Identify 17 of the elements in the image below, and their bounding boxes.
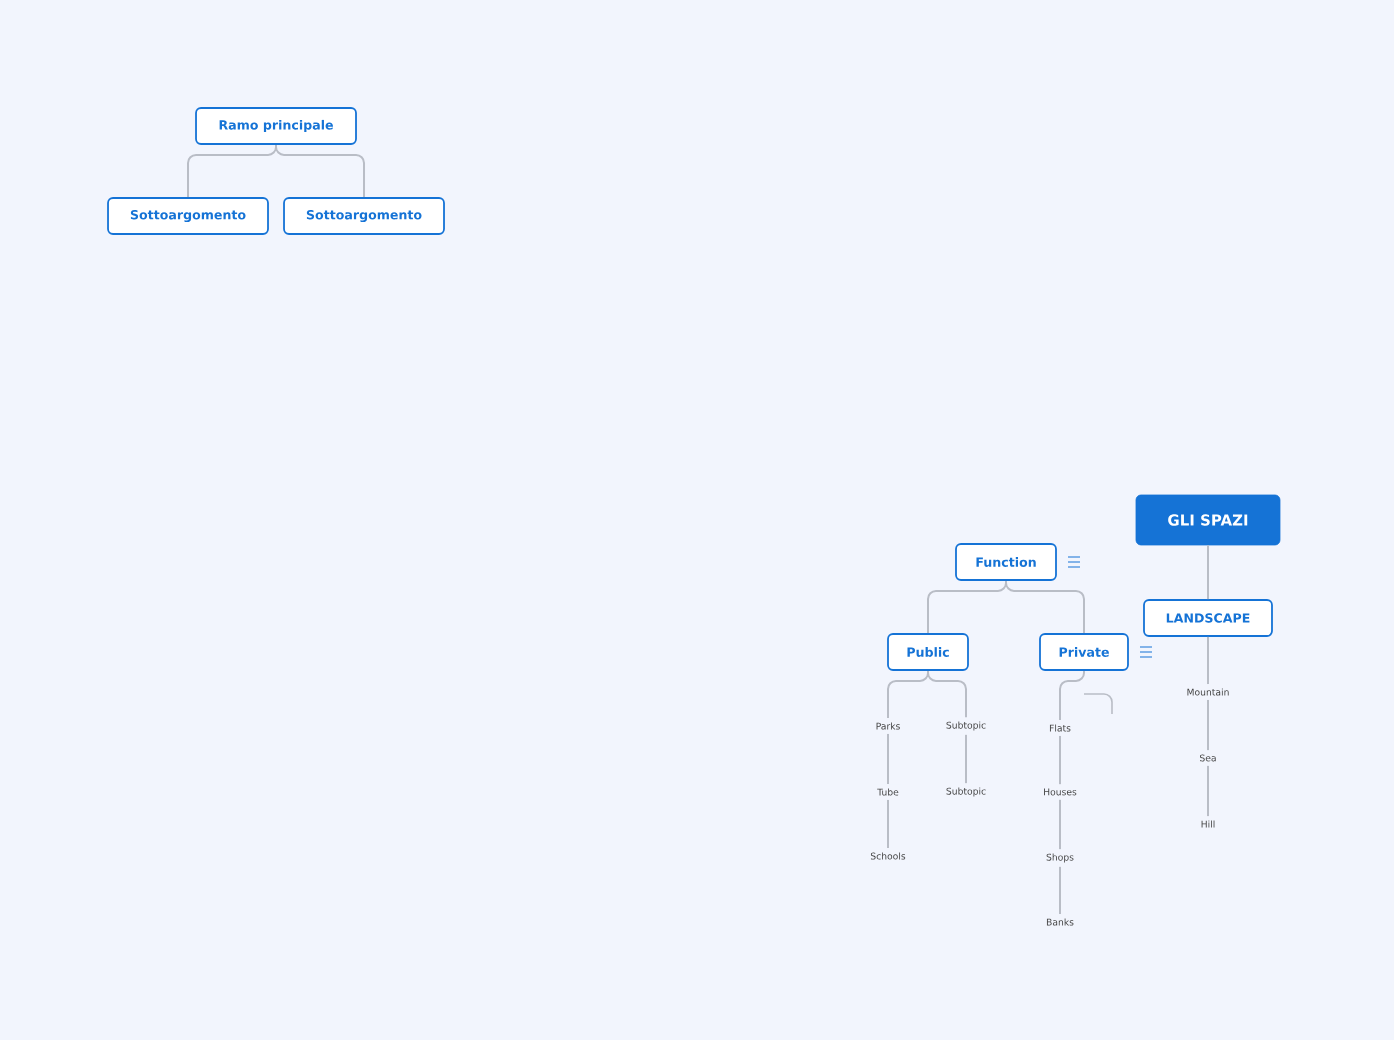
connector-line <box>275 143 365 199</box>
connector-line <box>1059 734 1061 786</box>
connector-line <box>887 732 889 786</box>
connector-line <box>887 798 889 850</box>
connector-line <box>187 143 277 199</box>
connector-line <box>1207 635 1209 686</box>
connector-line <box>887 669 929 720</box>
connector-line <box>1207 764 1209 818</box>
connector-line <box>1059 669 1085 722</box>
connector-line <box>1207 544 1209 601</box>
connector-line <box>1207 698 1209 752</box>
connector-line <box>1059 865 1061 915</box>
connector-line <box>1059 798 1061 851</box>
connector-line <box>927 579 1007 635</box>
connector-line <box>927 669 967 719</box>
connector-line <box>1005 579 1085 635</box>
connector-line <box>965 733 967 785</box>
